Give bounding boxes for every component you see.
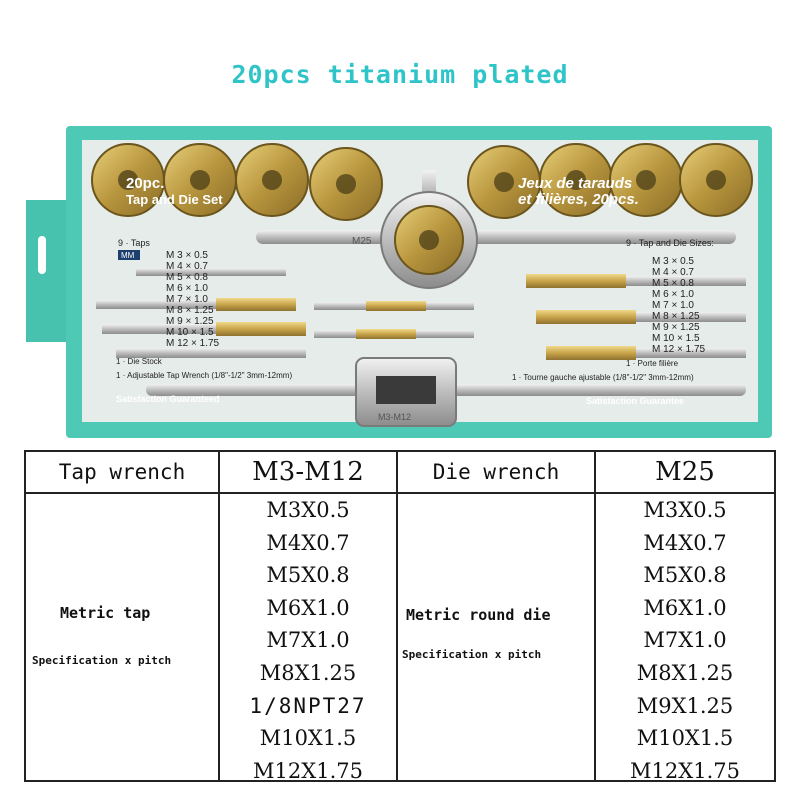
die-stock-handle [256,230,736,244]
box-text-left-2: Tap and Die Set [126,192,223,207]
list-item: M12X1.75 [253,758,363,783]
guarantee-left: Satisfaction Guaranteed [116,394,220,404]
middle-taps [314,301,474,339]
mm-tag: MM [121,251,135,260]
list-item: M5X0.8 [266,563,350,588]
left-taps [96,268,306,358]
right-size-labels: M 3 × 0.5 M 4 × 0.7 M 5 × 0.8 M 6 × 1.0 … [652,256,706,355]
porte-filiere-label: 1 · Porte filière [626,359,679,368]
list-item: M10X1.5 [259,726,357,751]
svg-text:M 7 × 1.0: M 7 × 1.0 [652,300,694,311]
die-stock-label: 1 · Die Stock [116,357,163,366]
left-size-labels: M 3 × 0.5 M 4 × 0.7 M 5 × 0.8 M 6 × 1.0 … [166,250,220,349]
tap-die-set-case: 20pc. Tap and Die Set Jeux de tarauds et… [26,126,772,438]
product-photo: 20pc. Tap and Die Set Jeux de tarauds et… [26,126,774,440]
list-item: M4X0.7 [266,530,350,555]
list-item: M7X1.0 [643,628,727,653]
guarantee-right: Satisfaction Guarantee [586,396,684,406]
hang-hole [38,236,46,274]
list-item: M3X0.5 [643,498,727,522]
divider [396,452,398,782]
tap-values-list: M3X0.5 M4X0.7 M5X0.8 M6X1.0 M7X1.0 M8X1.… [220,494,396,787]
header-die-wrench: Die wrench [432,460,560,484]
svg-text:M 4 × 0.7: M 4 × 0.7 [166,261,208,272]
wrench-label: M3-M12 [378,412,411,422]
list-item: M7X1.0 [266,628,350,653]
metric-tap-sub: Specification x pitch [32,654,172,667]
header-tap-wrench-size: M3-M12 [252,457,364,487]
list-item: M5X0.8 [643,563,727,588]
list-item: M10X1.5 [636,726,734,751]
spec-table: Tap wrench M3-M12 Die wrench M25 Metric … [24,450,776,783]
hang-tab [26,200,66,342]
right-taps-header: 9 · Tap and Die Sizes: [626,238,714,248]
left-taps-header: 9 · Taps [118,238,150,248]
metric-tap-label: Metric tap [60,604,151,622]
svg-text:M 8 × 1.25: M 8 × 1.25 [652,311,700,322]
list-item: M3X0.5 [266,498,350,522]
metric-die-label: Metric round die [406,606,551,624]
box-text-left-1: 20pc. [126,175,164,192]
header-divider [26,492,774,494]
die-holes [118,170,726,194]
svg-text:M 12 × 1.75: M 12 × 1.75 [166,338,220,349]
svg-text:M 3 × 0.5: M 3 × 0.5 [652,256,694,267]
list-item: M8X1.25 [259,660,357,685]
divider [594,452,596,782]
page-title: 20pcs titanium plated [231,60,569,89]
box-text-right-2: et filières, 20pcs. [518,191,639,208]
die-values-list: M3X0.5 M4X0.7 M5X0.8 M6X1.0 M7X1.0 M8X1.… [596,494,774,787]
list-item: 1/8NPT27 [249,693,367,718]
list-item: M6X1.0 [266,595,350,620]
svg-text:M 10 × 1.5: M 10 × 1.5 [166,327,214,338]
metric-die-sub: Specification x pitch [402,648,542,661]
svg-text:M 12 × 1.75: M 12 × 1.75 [652,344,706,355]
header-tap-wrench: Tap wrench [58,460,186,484]
svg-text:M 8 × 1.25: M 8 × 1.25 [166,305,214,316]
svg-text:M 5 × 0.8: M 5 × 0.8 [166,272,208,283]
tourne-gauche-label: 1 · Tourne gauche ajustable (1/8"-1/2" 3… [512,373,694,382]
list-item: M8X1.25 [636,660,734,685]
svg-text:M 9 × 1.25: M 9 × 1.25 [652,322,700,333]
svg-text:M 10 × 1.5: M 10 × 1.5 [652,333,700,344]
svg-text:M 4 × 0.7: M 4 × 0.7 [652,267,694,278]
center-die-label: M25 [352,236,372,247]
list-item: M12X1.75 [630,758,740,783]
adjustable-wrench-label: 1 · Adjustable Tap Wrench (1/8"-1/2" 3mm… [116,371,292,380]
svg-text:M 6 × 1.0: M 6 × 1.0 [652,289,694,300]
svg-text:M 7 × 1.0: M 7 × 1.0 [166,294,208,305]
svg-text:M 9 × 1.25: M 9 × 1.25 [166,316,214,327]
svg-text:M 5 × 0.8: M 5 × 0.8 [652,278,694,289]
list-item: M9X1.25 [636,693,734,718]
svg-text:M 3 × 0.5: M 3 × 0.5 [166,250,208,261]
svg-text:M 6 × 1.0: M 6 × 1.0 [166,283,208,294]
list-item: M4X0.7 [643,530,727,555]
list-item: M6X1.0 [643,595,727,620]
box-text-right-1: Jeux de tarauds [518,175,632,192]
header-die-wrench-size: M25 [655,457,715,487]
right-taps [526,274,746,360]
divider [218,452,220,782]
